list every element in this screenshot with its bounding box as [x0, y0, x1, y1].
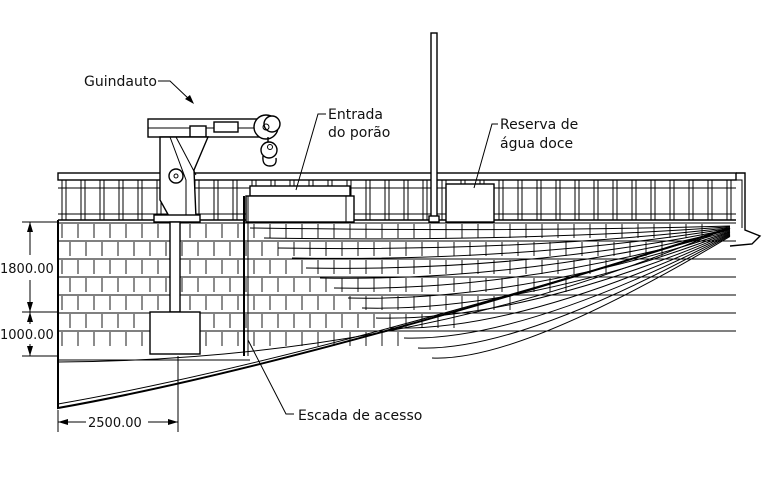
hull-outline: [57, 172, 762, 410]
label-access-ladder: Escada de acesso: [247, 339, 422, 424]
ladder-label: Escada de acesso: [298, 408, 422, 424]
deck-railing: [57, 172, 737, 221]
access-ladder: [243, 196, 249, 356]
dimension-1800-label: 1800.00: [0, 262, 54, 277]
label-freshwater-tank: Reserva de água doce: [473, 117, 578, 189]
dimension-2500-label: 2500.00: [88, 416, 142, 431]
dimension-vertical-1000: 1000.00: [0, 312, 58, 357]
water-label-line1: Reserva de: [500, 117, 578, 133]
crane-label: Guindauto: [84, 74, 157, 90]
label-crane: Guindauto: [84, 74, 194, 104]
hold-entrance-label-line1: Entrada: [328, 107, 383, 123]
freshwater-tank: [445, 183, 495, 223]
hold-entrance-label-line2: do porão: [328, 125, 390, 141]
water-label-line2: água doce: [500, 136, 573, 152]
label-hold-entrance: Entrada do porão: [295, 107, 390, 191]
deck-crane: [147, 114, 281, 355]
dimension-horizontal-2500: 2500.00: [57, 356, 179, 432]
dimension-vertical-1800: 1800.00: [0, 221, 58, 313]
mast: [428, 32, 440, 223]
hold-entrance: [245, 185, 355, 223]
dimension-1000-label: 1000.00: [0, 328, 54, 343]
